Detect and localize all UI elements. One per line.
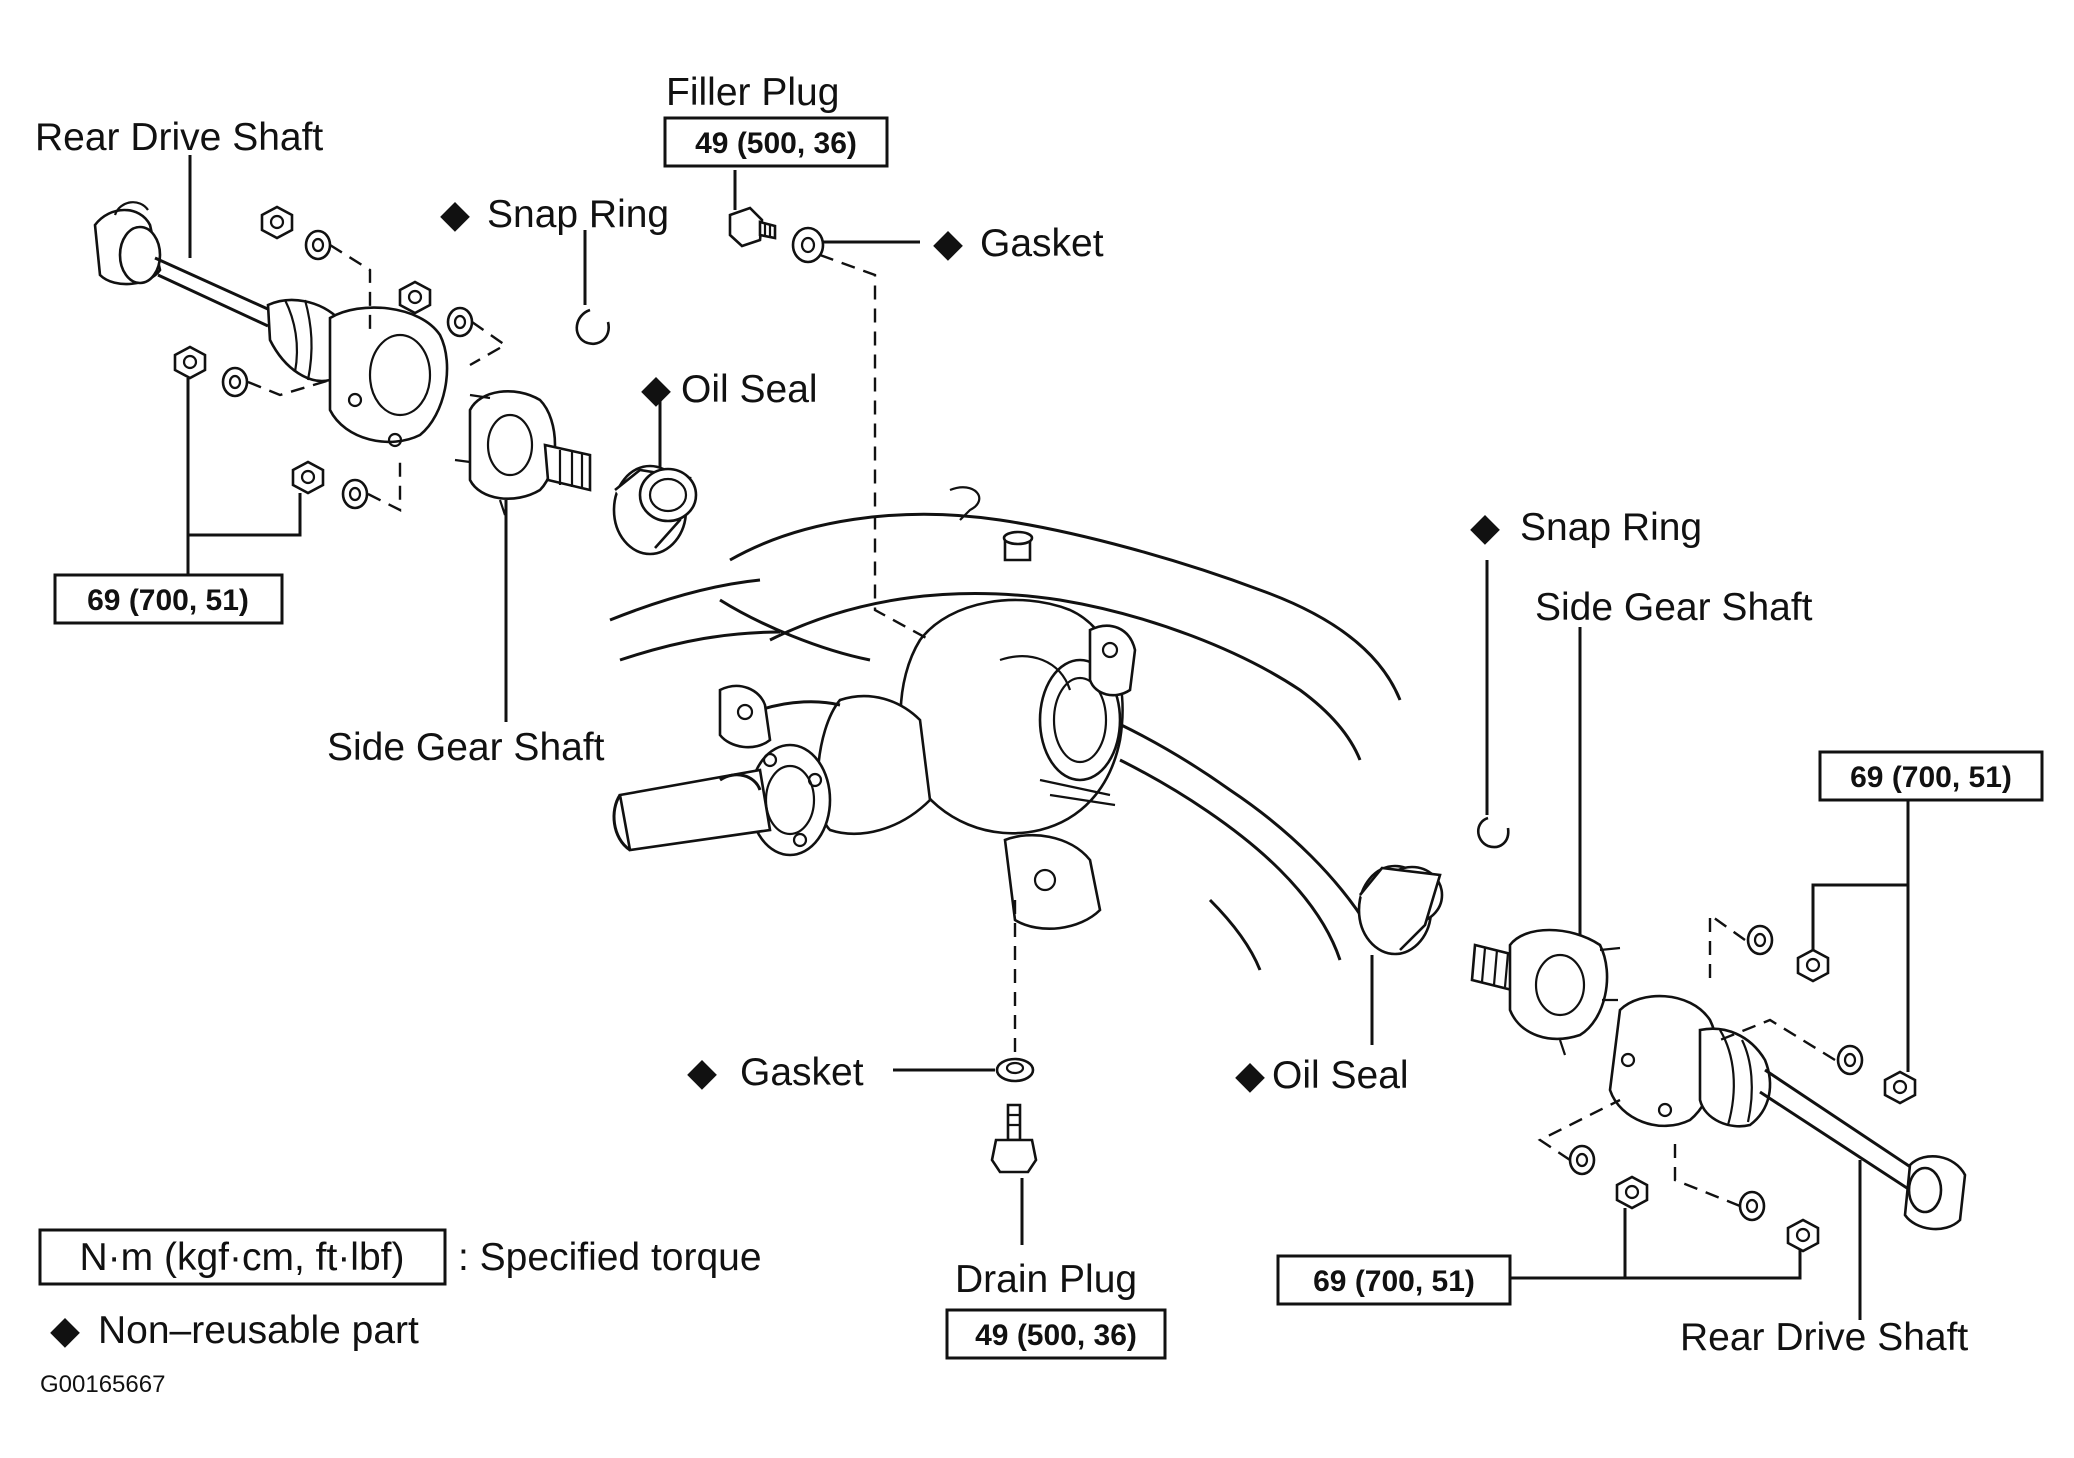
label-rear-drive-shaft-right: Rear Drive Shaft bbox=[1680, 1316, 1968, 1359]
gasket-bottom-part bbox=[995, 1057, 1035, 1083]
washer bbox=[341, 478, 369, 510]
label-side-gear-shaft-right: Side Gear Shaft bbox=[1535, 586, 1813, 629]
diamond-icon: ◆ bbox=[50, 1309, 80, 1352]
label-filler-plug: Filler Plug bbox=[666, 71, 839, 114]
washer bbox=[1568, 1144, 1596, 1176]
torque-spec-left-shaft: 69 (700, 51) bbox=[53, 573, 284, 625]
torque-spec-filler-plug: 49 (500, 36) bbox=[663, 116, 889, 168]
label-rear-drive-shaft-left: Rear Drive Shaft bbox=[35, 116, 323, 159]
washer bbox=[1836, 1044, 1864, 1076]
filler-plug-part bbox=[728, 206, 777, 248]
nut bbox=[1883, 1070, 1917, 1105]
diamond-icon: ◆ bbox=[440, 193, 470, 236]
diamond-icon: ◆ bbox=[641, 368, 671, 411]
right-nuts-washers bbox=[1568, 924, 1917, 1253]
nut bbox=[398, 280, 432, 315]
torque-value: 69 (700, 51) bbox=[1313, 1265, 1475, 1298]
torque-spec-drain-plug: 49 (500, 36) bbox=[945, 1308, 1167, 1360]
label-gasket-bottom: Gasket bbox=[740, 1051, 864, 1094]
label-gasket-top: Gasket bbox=[980, 222, 1104, 265]
torque-value: 69 (700, 51) bbox=[87, 584, 249, 617]
right-dashed-guides bbox=[1537, 912, 1836, 1208]
legend-non-reusable: Non–reusable part bbox=[98, 1309, 419, 1352]
label-drain-plug: Drain Plug bbox=[955, 1258, 1137, 1301]
legend-torque-box-label: N·m (kgf·cm, ft·lbf) bbox=[80, 1236, 405, 1279]
torque-spec-right-upper: 69 (700, 51) bbox=[1818, 750, 2044, 802]
nut bbox=[1786, 1218, 1820, 1253]
nut bbox=[173, 345, 207, 380]
washer bbox=[221, 366, 249, 398]
left-dashed-guides bbox=[247, 243, 508, 512]
oil-seal-right-part bbox=[1357, 864, 1444, 956]
right-snap-ring-part bbox=[1476, 816, 1510, 849]
nut bbox=[1796, 948, 1830, 983]
diamond-icon: ◆ bbox=[1235, 1054, 1265, 1097]
washer bbox=[1746, 924, 1774, 956]
drain-plug-part bbox=[990, 1103, 1038, 1174]
left-nuts-washers bbox=[173, 205, 474, 510]
oil-seal-left-part bbox=[612, 464, 698, 556]
label-oil-seal-left: Oil Seal bbox=[681, 368, 818, 411]
right-side-gear-shaft-part bbox=[1470, 928, 1621, 1056]
label-snap-ring-left: Snap Ring bbox=[487, 193, 669, 236]
torque-value: 49 (500, 36) bbox=[975, 1319, 1137, 1352]
left-rear-drive-shaft bbox=[93, 201, 592, 516]
washer bbox=[304, 229, 332, 261]
differential-assembly bbox=[609, 486, 1402, 971]
torque-value: 49 (500, 36) bbox=[695, 127, 857, 160]
nut bbox=[1615, 1175, 1649, 1210]
label-snap-ring-right: Snap Ring bbox=[1520, 506, 1702, 549]
washer bbox=[1738, 1190, 1766, 1222]
nut bbox=[291, 460, 325, 495]
diamond-icon: ◆ bbox=[933, 222, 963, 265]
torque-value: 69 (700, 51) bbox=[1850, 761, 2012, 794]
leader-lines bbox=[186, 155, 1910, 1320]
label-oil-seal-right: Oil Seal bbox=[1272, 1054, 1409, 1097]
diamond-icon: ◆ bbox=[1470, 506, 1500, 549]
nut bbox=[260, 205, 294, 240]
right-rear-drive-shaft bbox=[1608, 994, 1967, 1231]
torque-spec-right-lower: 69 (700, 51) bbox=[1276, 1254, 1512, 1306]
snap-ring-left-part bbox=[575, 308, 610, 345]
label-side-gear-shaft-left: Side Gear Shaft bbox=[327, 726, 605, 769]
legend-torque-desc: : Specified torque bbox=[458, 1236, 762, 1279]
washer bbox=[446, 306, 474, 338]
diamond-icon: ◆ bbox=[687, 1051, 717, 1094]
gasket-top-part bbox=[791, 226, 825, 264]
figure-id: G00165667 bbox=[40, 1371, 165, 1398]
legend: N·m (kgf·cm, ft·lbf) : Specified torque … bbox=[38, 1228, 762, 1352]
